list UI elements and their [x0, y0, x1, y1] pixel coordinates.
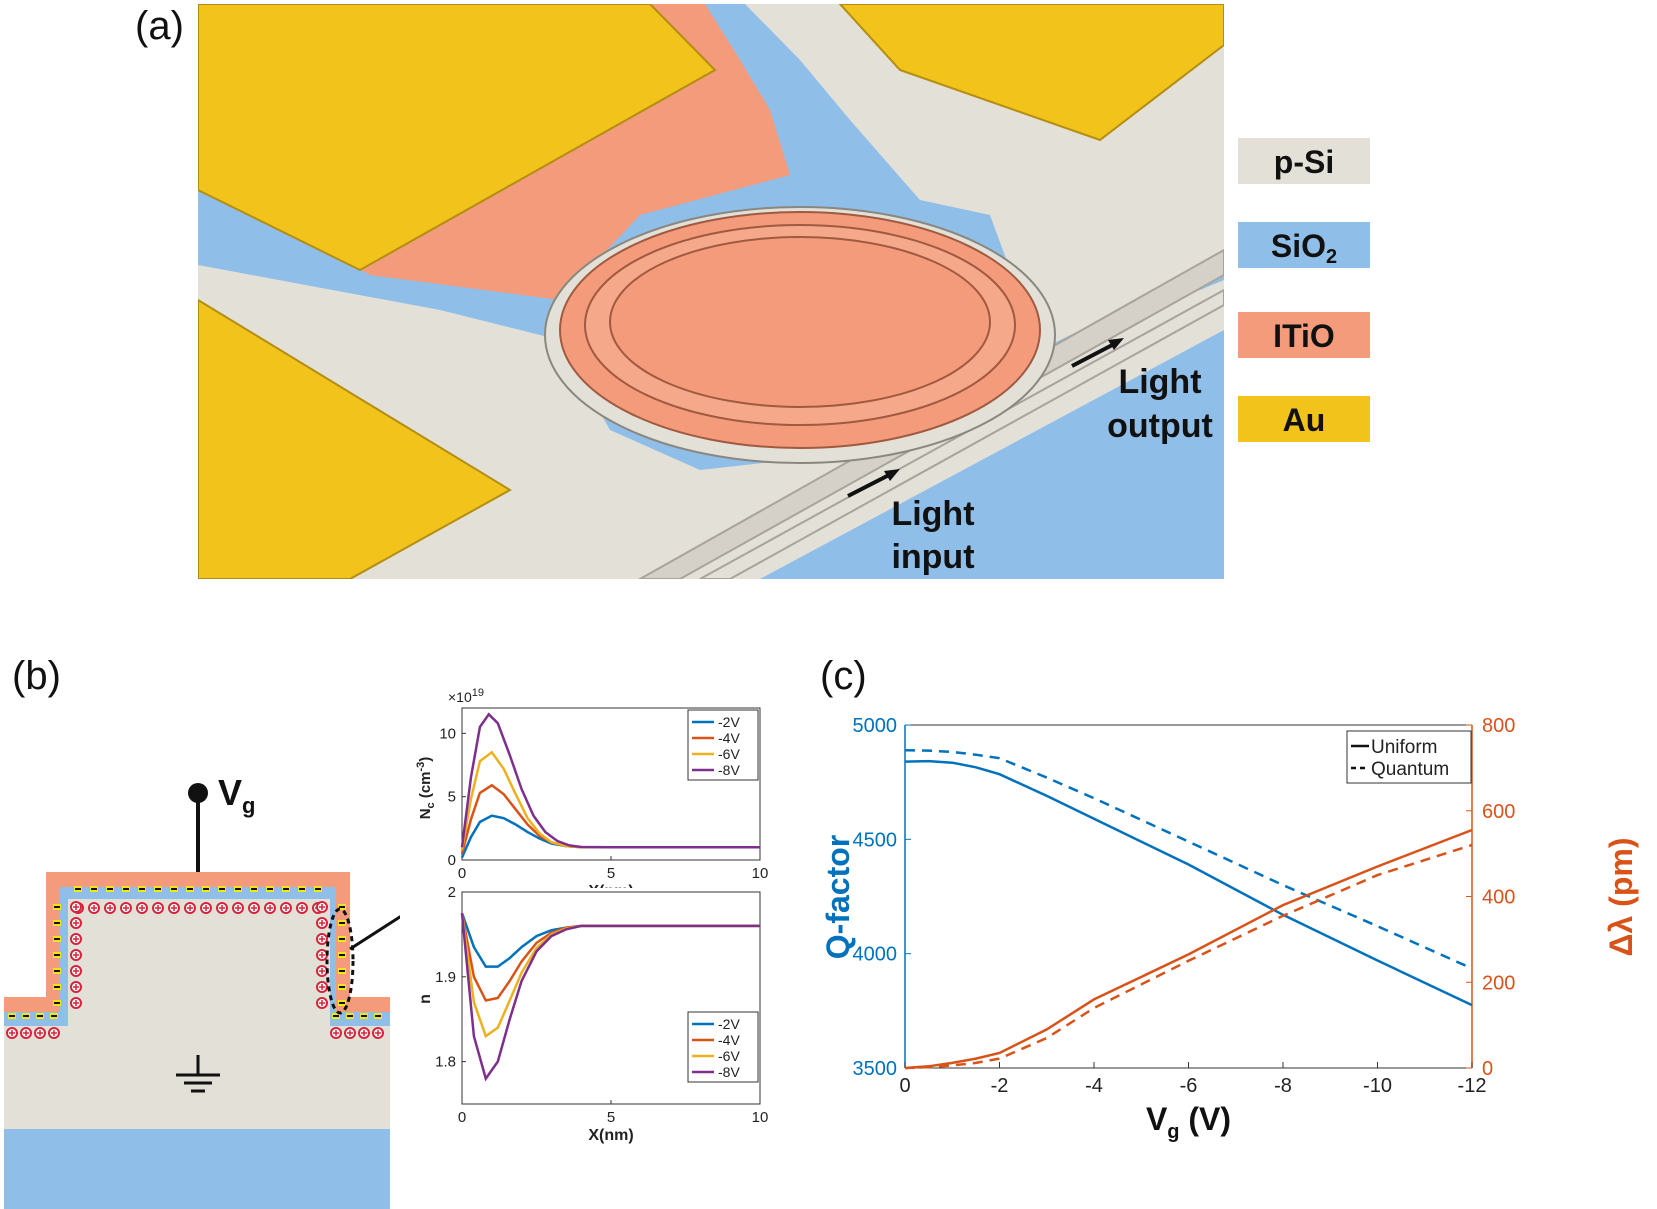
right-y-tick-label: 200 [1482, 972, 1515, 994]
series-line-Δλ Uniform [904, 828, 1473, 1070]
series-line--8V [460, 913, 760, 1082]
left-y-tick-label: 4500 [853, 829, 898, 851]
x-tick-label: 0 [458, 865, 466, 882]
legend-label-Uniform: Uniform [1371, 737, 1438, 758]
x-tick-label: -12 [1458, 1075, 1487, 1097]
legend-box [1346, 730, 1472, 784]
exponent-label: ×1019 [448, 688, 484, 705]
light-input-label-2: input [891, 538, 974, 576]
x-tick-label: 5 [607, 865, 615, 882]
zoom-arrow [349, 915, 400, 951]
series-line-Q-factor Quantum [904, 748, 1473, 970]
legend-swatch-itio [1238, 312, 1370, 358]
legend-swatch-sio2 [1238, 222, 1370, 268]
legend-label--8V: -8V [718, 1064, 740, 1080]
legend-label--2V: -2V [718, 714, 740, 730]
y-tick-label: 2 [448, 884, 456, 901]
gate-cross-section: Vg [4, 772, 400, 1209]
panel-c-label: (c) [820, 654, 867, 698]
panel-b-label: (b) [12, 654, 61, 698]
input-arrowhead [884, 469, 900, 481]
right-y-tick-label: 600 [1482, 801, 1515, 823]
cross-sio2-layer [4, 1129, 390, 1209]
cross-psi-layer [4, 899, 390, 1129]
ring-itio-inner [609, 236, 991, 408]
y-tick-label: 10 [439, 725, 456, 742]
series-line-Δλ Quantum [904, 843, 1473, 1070]
x-axis-label: X(nm) [588, 883, 633, 888]
legend-label-itio: ITiO [1273, 318, 1335, 354]
legend-label--6V: -6V [718, 1048, 740, 1064]
y-axis-label: Nc (cm-3) [415, 757, 437, 820]
legend-swatch-au [1238, 396, 1370, 442]
output-arrow [1071, 340, 1119, 368]
left-y-tick-label: 3500 [853, 1058, 898, 1080]
legend-label--8V: -8V [718, 762, 740, 778]
x-tick-label: 0 [899, 1075, 910, 1097]
x-tick-label: 5 [607, 1109, 615, 1126]
gate-voltage-label: Vg [218, 772, 255, 818]
legend-label-Quantum: Quantum [1371, 759, 1449, 780]
y-tick-label: 1.9 [435, 969, 456, 986]
legend-label--6V: -6V [718, 746, 740, 762]
left-y-tick-label: 4000 [853, 944, 898, 966]
x-tick-label: -2 [991, 1075, 1009, 1097]
au-pad-bottom-left [198, 298, 512, 579]
nc-distribution-chart: 0 5 10 0 5 10X(nm) -2V-4V-6V-8V ×1019 Nc (cm-3) [415, 688, 769, 888]
au-pad-top-left [198, 4, 717, 272]
y-axis-label: n [417, 994, 434, 1004]
output-arrowhead [1108, 338, 1124, 350]
legend-label--4V: -4V [718, 1032, 740, 1048]
x-tick-label: 0 [458, 1109, 466, 1126]
x-axis-label: X(nm) [588, 1127, 633, 1144]
light-output-label-1: Light [1118, 363, 1201, 401]
gate-terminal [188, 783, 208, 803]
y-tick-label: 5 [448, 789, 456, 806]
legend-label--2V: -2V [718, 1016, 740, 1032]
y-tick-label: 1.8 [435, 1054, 456, 1071]
left-y-tick-label: 5000 [853, 715, 898, 737]
legend-label--4V: -4V [718, 730, 740, 746]
light-output-label-2: output [1107, 407, 1213, 445]
legend-swatch-psi [1238, 138, 1370, 184]
legend-label-au: Au [1283, 402, 1326, 438]
light-input-label-1: Light [891, 495, 974, 533]
x-tick-label: -4 [1085, 1075, 1103, 1097]
right-y-tick-label: 0 [1482, 1058, 1493, 1080]
au-pad-top-right [838, 4, 1224, 142]
x-tick-label: -10 [1363, 1075, 1392, 1097]
y-tick-label: 0 [448, 852, 456, 869]
right-y-tick-label: 400 [1482, 887, 1515, 909]
device-schematic: Light output Light input p-Si SiO2 ITiO … [198, 4, 1370, 579]
x-axis-label: Vg (V) [1146, 1101, 1231, 1143]
series-line-Q-factor Uniform [904, 759, 1473, 1007]
right-y-tick-label: 800 [1482, 715, 1515, 737]
qfactor-shift-chart: 0 -2 -4 -6 -8 -10 -12 3500 4000 4500 5000 0 200 400 60… [820, 715, 1639, 1143]
x-tick-label: -8 [1274, 1075, 1292, 1097]
zoom-region-marker [325, 907, 355, 1015]
left-y-axis-label: Q-factor [820, 835, 856, 959]
x-tick-label: 10 [752, 865, 769, 882]
series-line--8V [460, 712, 760, 849]
legend-label-sio2: SiO2 [1271, 228, 1337, 268]
x-tick-label: 10 [752, 1109, 769, 1126]
material-legend: p-Si SiO2 ITiO Au [1238, 138, 1370, 442]
panel-a-label: (a) [135, 4, 184, 48]
legend-label-psi: p-Si [1274, 144, 1334, 180]
right-y-axis-label: Δλ (pm) [1603, 838, 1639, 957]
x-tick-label: -6 [1180, 1075, 1198, 1097]
